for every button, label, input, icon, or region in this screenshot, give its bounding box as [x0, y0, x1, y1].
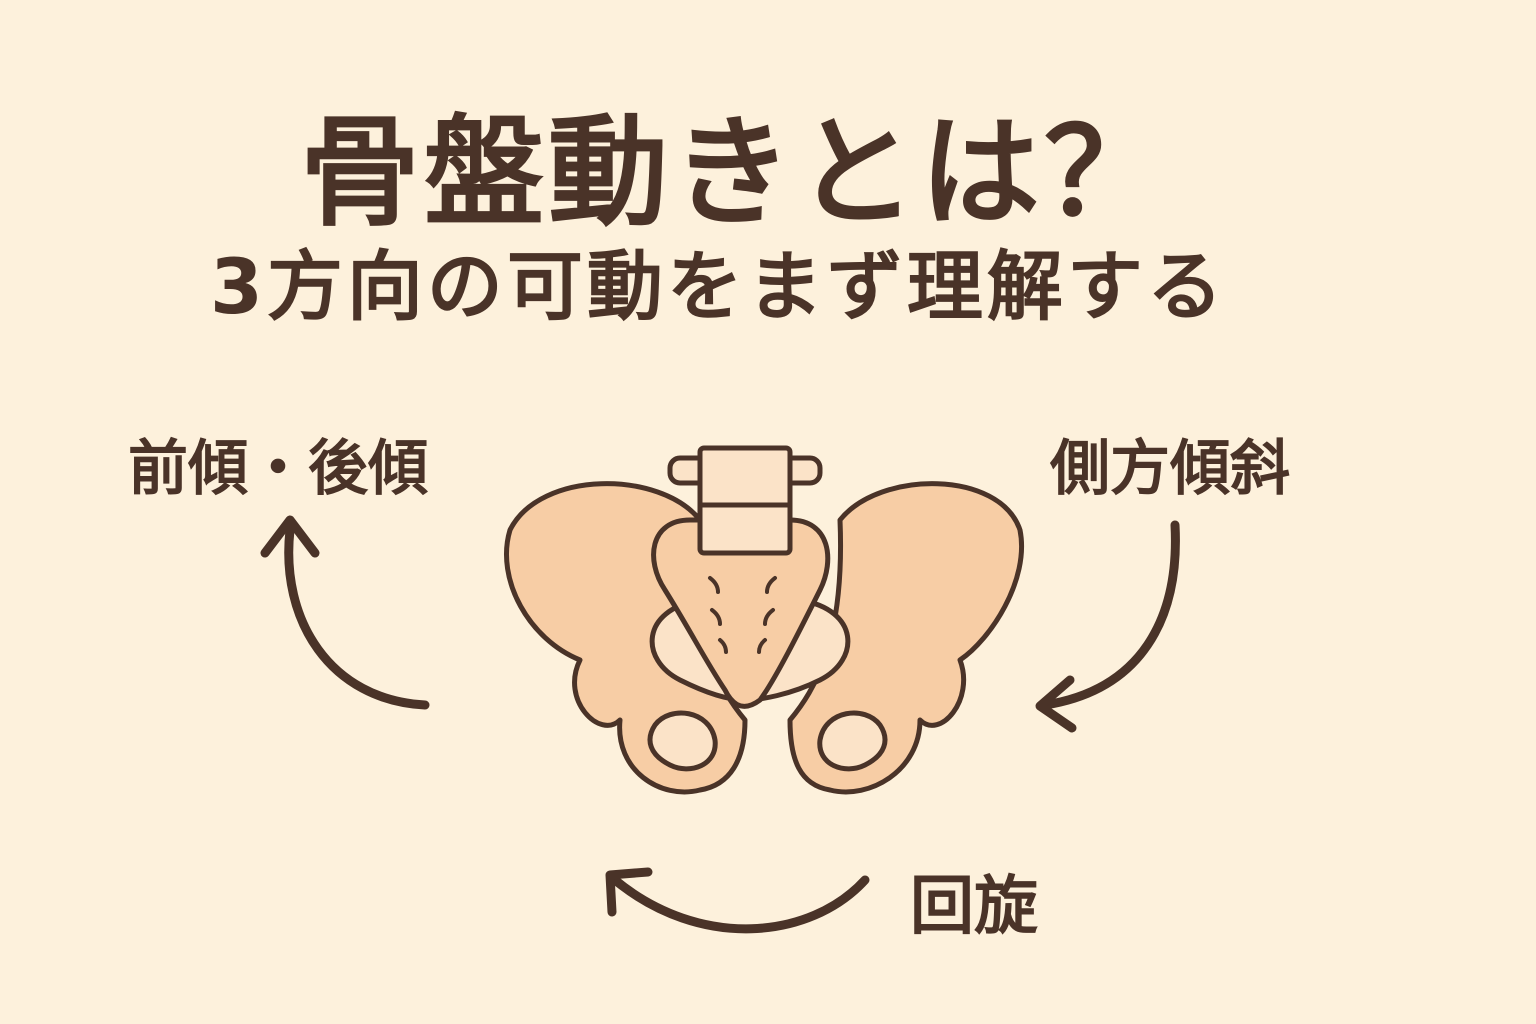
- lateral-tilt-arrow-icon: [1035, 520, 1180, 733]
- rotation-arrow-icon: [605, 867, 870, 934]
- label-lateral-tilt: 側方傾斜: [1050, 434, 1290, 504]
- page-title: 骨盤動きとは？: [300, 104, 1168, 243]
- label-anterior-posterior-tilt: 前傾・後傾: [128, 434, 428, 504]
- pelvis-illustration: [504, 445, 1024, 795]
- page-subtitle: 3方向の可動をまず理解する: [210, 242, 1227, 331]
- tilt-arrow-icon: [260, 515, 430, 710]
- label-rotation: 回旋: [910, 870, 1038, 944]
